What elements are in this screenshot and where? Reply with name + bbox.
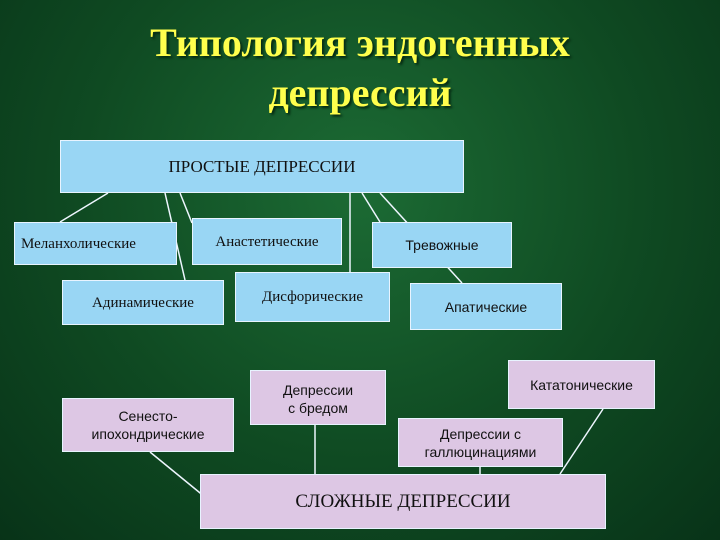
- anaesthetic-box: Анастетические: [192, 218, 342, 265]
- senesto-box: Сенесто- ипохондрические: [62, 398, 234, 452]
- connector-simple-anxious: [361, 192, 381, 223]
- connector-simple-melancholic: [59, 192, 109, 223]
- dysphoric-box: Дисфорические: [235, 272, 390, 322]
- catatonic-label: Кататонические: [530, 376, 633, 393]
- apathetic-box: Апатические: [410, 283, 562, 330]
- connector-simple-adynamic: [179, 192, 193, 224]
- simple-depressions-box: ПРОСТЫЕ ДЕПРЕССИИ: [60, 140, 464, 193]
- anxious-box: Тревожные: [372, 222, 512, 268]
- delusion-box: Депрессии с бредом: [250, 370, 386, 425]
- simple-depressions-label: ПРОСТЫЕ ДЕПРЕССИИ: [168, 156, 356, 176]
- connector-complex-catatonic: [559, 408, 604, 475]
- connector-complex-senesto: [149, 451, 206, 498]
- title-line-2: депрессий: [268, 70, 452, 115]
- hallucination-box: Депрессии с галлюцинациями: [398, 418, 563, 467]
- complex-depressions-box: СЛОЖНЫЕ ДЕПРЕССИИ: [200, 474, 606, 529]
- delusion-label-line-2: с бредом: [288, 400, 348, 416]
- melancholic-box: Меланхолические: [14, 222, 177, 265]
- apathetic-label: Апатические: [444, 298, 528, 315]
- hallucination-label-line-1: Депрессии с: [440, 425, 521, 442]
- melancholic-label: Меланхолические: [21, 235, 136, 252]
- adynamic-box: Адинамические: [62, 280, 224, 325]
- delusion-label-line-1: Депрессии: [282, 382, 354, 398]
- senesto-label-line-1: Сенесто-: [118, 408, 178, 424]
- anxious-label: Тревожные: [405, 237, 479, 253]
- title-line-1: Типология эндогенных: [150, 20, 570, 65]
- catatonic-box: Кататонические: [508, 360, 655, 409]
- adynamic-label: Адинамические: [92, 294, 194, 311]
- complex-depressions-label: СЛОЖНЫЕ ДЕПРЕССИИ: [295, 490, 511, 512]
- senesto-label-line-2: ипохондрические: [91, 426, 205, 442]
- dysphoric-label: Дисфорические: [261, 289, 364, 305]
- hallucination-label-line-2: галлюцинациями: [424, 443, 537, 460]
- slide-title: Типология эндогенных депрессий: [0, 18, 720, 118]
- anaesthetic-label: Анастетические: [215, 233, 319, 250]
